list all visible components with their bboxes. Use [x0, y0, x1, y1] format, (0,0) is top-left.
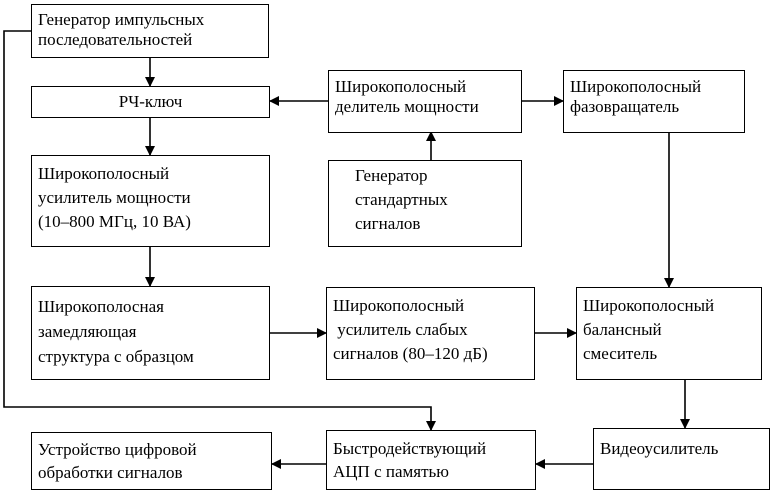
- block-text-line: Видеоусилитель: [600, 439, 719, 458]
- block-text-line: Широкополосный: [583, 296, 715, 315]
- block-text-line: Широкополосный: [335, 77, 467, 96]
- block-text-line: Устройство цифровой: [38, 440, 197, 459]
- block-text-line: (10–800 МГц, 10 ВА): [38, 212, 191, 231]
- block-text-line: сигналов (80–120 дБ): [333, 344, 488, 363]
- block-text-line: Генератор: [355, 166, 428, 185]
- standard-signal-generator-block: Генератор стандартных сигналов: [328, 160, 522, 247]
- block-text-line: замедляющая: [38, 322, 137, 341]
- block-text-line: Широкополосный: [38, 164, 170, 183]
- phase-shifter-block: Широкополосный фазовращатель: [563, 70, 745, 133]
- pulse-generator-block: Генератор импульсных последовательностей: [31, 4, 269, 58]
- dsp-block: Устройство цифровой обработки сигналов: [31, 432, 272, 490]
- block-text-line: смеситель: [583, 344, 658, 363]
- block-text-line: балансный: [583, 320, 662, 339]
- block-text-line: фазовращатель: [570, 97, 680, 116]
- block-text-line: структура с образцом: [38, 347, 194, 366]
- balanced-mixer-block: Широкополосный балансный смеситель: [576, 287, 762, 380]
- power-splitter-block: Широкополосный делитель мощности: [328, 70, 522, 133]
- block-text-line: обработки сигналов: [38, 463, 183, 482]
- block-text-line: Широкополосный: [333, 296, 465, 315]
- block-text-line: усилитель мощности: [38, 188, 191, 207]
- arrow-pulse-gen-to-adc-sync: [3, 30, 436, 431]
- block-text-line: делитель мощности: [335, 97, 479, 116]
- adc-block: Быстродействующий АЦП с памятью: [326, 430, 536, 490]
- slow-wave-structure-block: Широкополосная замедляющая структура с о…: [31, 286, 270, 380]
- block-text-line: усилитель слабых: [333, 320, 468, 339]
- block-text-line: Генератор импульсных: [38, 10, 205, 29]
- block-text-line: последовательностей: [38, 30, 193, 49]
- block-text-line: сигналов: [355, 214, 421, 233]
- power-amplifier-block: Широкополосный усилитель мощности (10–80…: [31, 155, 270, 247]
- block-text-line: Широкополосная: [38, 297, 164, 316]
- block-text-line: Быстродействующий: [333, 439, 487, 458]
- block-text-line: РЧ-ключ: [118, 92, 183, 111]
- block-text-line: Широкополосный: [570, 77, 702, 96]
- rf-switch-block: РЧ-ключ: [31, 86, 270, 118]
- block-text-line: стандартных: [355, 190, 448, 209]
- video-amplifier-block: Видеоусилитель: [593, 428, 770, 490]
- block-text-line: АЦП с памятью: [333, 462, 449, 481]
- low-noise-amplifier-block: Широкополосный усилитель слабых сигналов…: [326, 287, 535, 380]
